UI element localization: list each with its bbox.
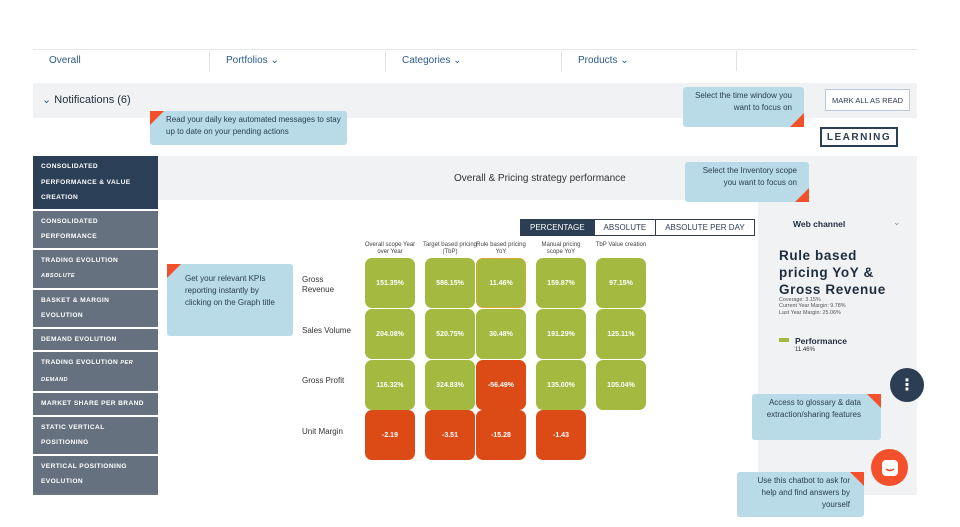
nav-overall[interactable]: Overall [33, 51, 210, 71]
nav-portfolios[interactable]: Portfolios ⌄ [210, 51, 386, 71]
row-label: Gross Profit [302, 376, 345, 385]
sidebar-item-market-share[interactable]: MARKET SHARE PER BRAND [33, 393, 158, 417]
heatmap-cell[interactable]: 204.08% [365, 309, 415, 359]
detail-meta: Coverage: 3.15% Current Year Margin: 9.7… [779, 297, 846, 316]
sidebar-item-label: CONSOLIDATED PERFORMANCE & VALUE CREATIO… [41, 163, 131, 201]
last-margin-text: Last Year Margin: 25.06% [779, 309, 841, 316]
sidebar-item-consolidated-performance[interactable]: CONSOLIDATED PERFORMANCE [33, 210, 158, 250]
sidebar-item-label: MARKET SHARE PER BRAND [41, 400, 144, 407]
tip-text: Read your daily key automated messages t… [166, 115, 341, 136]
current-margin-text: Current Year Margin: 9.78% [779, 303, 846, 310]
column-header: Rule based pricing YoY [476, 242, 526, 255]
sidebar-item-label: TRADING EVOLUTION [41, 256, 119, 264]
coverage-text: Coverage: 3.15% [779, 297, 821, 303]
more-vertical-icon[interactable]: ⋮ [890, 368, 924, 402]
tip-inventory: Select the Inventory scope you want to f… [685, 162, 809, 202]
column-header: Manual pricing scope YoY [541, 242, 581, 255]
legend-label: Performance [795, 336, 847, 346]
detail-title: Rule based pricing YoY & Gross Revenue [779, 248, 886, 297]
mark-all-read-button[interactable]: MARK ALL AS READ [824, 89, 910, 111]
sidebar-item-label: VERTICAL POSITIONING EVOLUTION [41, 462, 127, 486]
heatmap-cell[interactable]: 116.32% [365, 360, 415, 410]
tip-chatbot: Use this chatbot to ask for help and fin… [737, 472, 864, 517]
toggle-absolute[interactable]: ABSOLUTE [593, 220, 656, 235]
heatmap-cell[interactable]: 191.29% [536, 309, 586, 359]
chat-icon[interactable] [871, 449, 908, 486]
sidebar-item-label: TRADING EVOLUTION [41, 359, 119, 366]
heatmap-cell[interactable]: 135.00% [536, 360, 586, 410]
heatmap-cell[interactable]: 105.04% [596, 360, 646, 410]
toggle-percentage[interactable]: PERCENTAGE [521, 220, 594, 235]
notifications-toggle[interactable]: ⌄ Notifications (6) [42, 93, 131, 106]
legend-swatch [779, 338, 789, 342]
learning-button[interactable]: LEARNING [820, 127, 898, 147]
heatmap-cell[interactable]: -1.43 [536, 410, 586, 460]
chevron-down-icon[interactable]: ⌄ [893, 217, 901, 227]
sidebar-item-label: BASKET & MARGIN EVOLUTION [41, 296, 110, 320]
row-label: Gross Revenue [302, 275, 335, 294]
sidebar-item-static-vertical[interactable]: STATIC VERTICAL POSITIONING [33, 416, 158, 456]
sidebar-item-consolidated-performance-value[interactable]: CONSOLIDATED PERFORMANCE & VALUE CREATIO… [33, 156, 158, 211]
heatmap-cell[interactable]: 11.46% [476, 258, 526, 308]
nav-products[interactable]: Products ⌄ [562, 51, 737, 71]
heatmap-cell[interactable]: 586.15% [425, 258, 475, 308]
row-label: Sales Volume [302, 326, 351, 335]
sidebar: CONSOLIDATED PERFORMANCE & VALUE CREATIO… [33, 156, 158, 495]
heatmap-cell[interactable]: -15.28 [476, 410, 526, 460]
sidebar-item-label: STATIC VERTICAL POSITIONING [41, 423, 105, 447]
sidebar-item-trading-evolution-per-demand[interactable]: TRADING EVOLUTION PER DEMAND [33, 352, 158, 393]
tip-kpis: Get your relevant KPIs reporting instant… [167, 264, 293, 336]
sidebar-item-trading-evolution[interactable]: TRADING EVOLUTION ABSOLUTE [33, 249, 158, 290]
tip-text: Use this chatbot to ask for help and fin… [757, 476, 851, 509]
tip-messages: Read your daily key automated messages t… [150, 111, 347, 145]
top-nav: Overall Portfolios ⌄ Categories ⌄ Produc… [33, 49, 917, 71]
sidebar-item-label: DEMAND EVOLUTION [41, 335, 117, 343]
sidebar-item-sub: ABSOLUTE [41, 273, 75, 279]
column-header: Target based pricing (TbP) [422, 242, 478, 255]
unit-toggle: PERCENTAGE ABSOLUTE ABSOLUTE PER DAY [520, 219, 755, 236]
sidebar-item-vertical-evolution[interactable]: VERTICAL POSITIONING EVOLUTION [33, 455, 158, 493]
sidebar-item-demand-evolution[interactable]: DEMAND EVOLUTION [33, 328, 158, 352]
channel-select[interactable]: Web channel [793, 219, 846, 229]
heatmap-cell[interactable]: 520.75% [425, 309, 475, 359]
tip-text: Get your relevant KPIs reporting instant… [185, 274, 275, 307]
heatmap-cell[interactable]: -2.19 [365, 410, 415, 460]
row-label: Unit Margin [302, 427, 343, 436]
heatmap-cell[interactable]: 97.15% [596, 258, 646, 308]
tip-text: Select the time window you want to focus… [695, 91, 792, 112]
heatmap-cell[interactable]: -3.51 [425, 410, 475, 460]
toggle-absolute-per-day[interactable]: ABSOLUTE PER DAY [655, 220, 754, 235]
nav-categories[interactable]: Categories ⌄ [386, 51, 562, 71]
heatmap-cell[interactable]: 30.48% [476, 309, 526, 359]
legend-value: 11.46% [795, 347, 815, 353]
sidebar-item-label: CONSOLIDATED PERFORMANCE [41, 217, 99, 241]
sidebar-item-basket-margin[interactable]: BASKET & MARGIN EVOLUTION [33, 289, 158, 329]
heatmap-cell[interactable]: -56.49% [476, 360, 526, 410]
tip-time-window: Select the time window you want to focus… [683, 87, 804, 127]
heatmap-cell[interactable]: 151.35% [365, 258, 415, 308]
notifications-title: Notifications (6) [54, 94, 131, 106]
heatmap-cell[interactable]: 324.83% [425, 360, 475, 410]
heatmap-cell[interactable]: 159.87% [536, 258, 586, 308]
column-header: TbP Value creation [595, 242, 647, 248]
sidebar-item-sub: PER DEMAND [41, 360, 134, 383]
tip-glossary: Access to glossary & data extraction/sha… [752, 394, 881, 440]
tip-text: Access to glossary & data extraction/sha… [766, 398, 861, 419]
heatmap-cell[interactable]: 125.11% [596, 309, 646, 359]
tip-text: Select the Inventory scope you want to f… [702, 166, 797, 187]
chevron-down-icon: ⌄ [42, 94, 52, 106]
page-title[interactable]: Overall & Pricing strategy performance [454, 173, 626, 184]
column-header: Overall scope Year over Year [364, 242, 416, 255]
